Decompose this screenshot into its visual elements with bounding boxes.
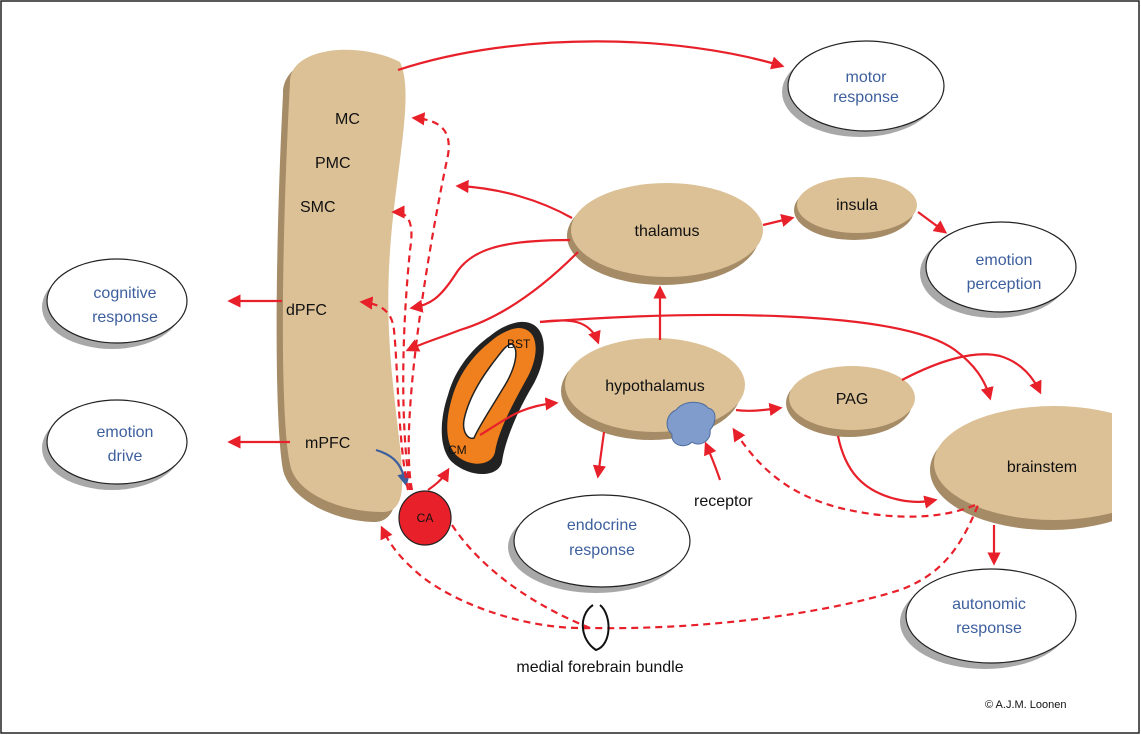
thalamus-label: thalamus xyxy=(635,223,700,240)
ca-label: CA xyxy=(417,511,434,525)
amygdala-loop: BST CM xyxy=(441,321,544,474)
medial-forebrain-bundle: medial forebrain bundle xyxy=(516,604,684,676)
dashed-arrows xyxy=(359,112,980,630)
receptor-label: receptor xyxy=(694,493,753,510)
emotion-perception-line1: emotion xyxy=(976,252,1033,269)
cortex-region-pmc: PMC xyxy=(315,155,351,172)
cortex-bar: MC PMC SMC dPFC mPFC xyxy=(276,49,406,522)
bst-label: BST xyxy=(507,337,531,351)
emotion-drive-line2: drive xyxy=(108,448,143,465)
central-amygdala-node: CA xyxy=(398,490,452,546)
insula-node: insula xyxy=(794,177,917,240)
emotion-drive-line1: emotion xyxy=(97,424,154,441)
pag-label: PAG xyxy=(836,391,869,408)
blue-arrow-mpfc-ca xyxy=(375,448,411,487)
endocrine-response-line1: endocrine xyxy=(567,517,637,534)
cortex-region-mpfc: mPFC xyxy=(305,435,350,452)
emotion-drive-node: emotion drive xyxy=(42,399,188,490)
brainstem-node: brainstem xyxy=(930,406,1141,530)
endocrine-response-node: endocrine response xyxy=(508,494,691,593)
autonomic-response-line2: response xyxy=(956,620,1022,637)
emotion-perception-line2: perception xyxy=(967,276,1042,293)
cognitive-response-node: cognitive response xyxy=(42,258,188,349)
cortex-region-smc: SMC xyxy=(300,199,336,216)
cortex-region-mc: MC xyxy=(335,111,360,128)
autonomic-response-line1: autonomic xyxy=(952,596,1026,613)
brainstem-label: brainstem xyxy=(1007,459,1077,476)
motor-response-line2: response xyxy=(833,89,899,106)
solid-arrows xyxy=(227,40,1042,566)
copyright-text: © A.J.M. Loonen xyxy=(985,699,1067,711)
hypothalamus-node: hypothalamus xyxy=(561,338,745,440)
thalamus-node: thalamus xyxy=(567,183,763,285)
emotion-perception-node: emotion perception xyxy=(920,221,1077,318)
autonomic-response-node: autonomic response xyxy=(900,568,1077,669)
hypothalamus-label: hypothalamus xyxy=(605,378,705,395)
mfb-label: medial forebrain bundle xyxy=(516,659,683,676)
cortex-region-dpfc: dPFC xyxy=(286,302,327,319)
motor-response-line1: motor xyxy=(846,69,888,86)
motor-response-node: motor response xyxy=(782,40,945,137)
insula-label: insula xyxy=(836,197,878,214)
pag-node: PAG xyxy=(786,366,915,437)
endocrine-response-line2: response xyxy=(569,542,635,559)
cm-label: CM xyxy=(448,443,467,457)
cognitive-response-line2: response xyxy=(92,309,158,326)
cognitive-response-line1: cognitive xyxy=(93,285,156,302)
